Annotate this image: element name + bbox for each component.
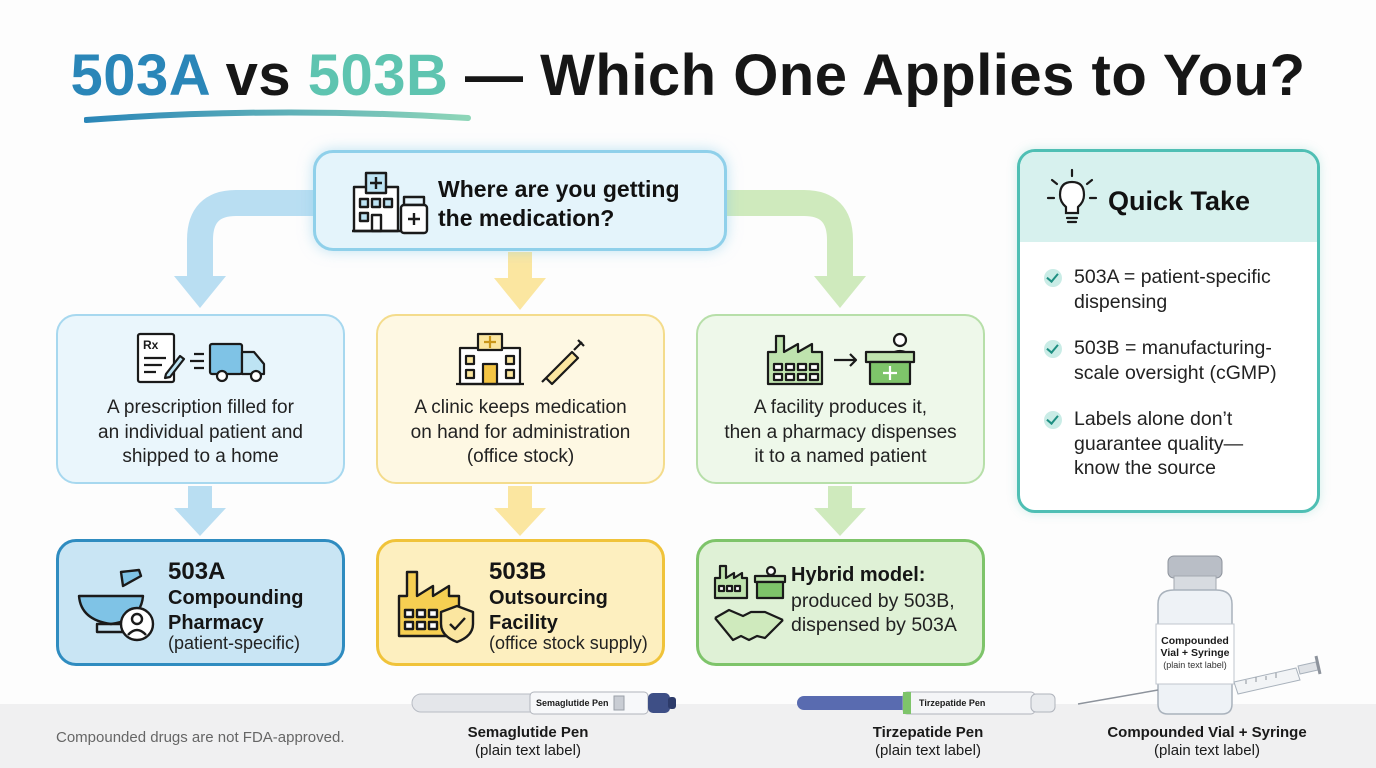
lightbulb-icon	[1046, 168, 1098, 224]
question-line-1: Where are you getting	[438, 176, 680, 202]
title-503b: 503B	[307, 43, 449, 108]
footer-band	[0, 704, 1376, 768]
result-hybrid-title: Hybrid model:	[791, 564, 926, 586]
scenario-2-line: (office stock)	[466, 446, 575, 467]
quick-take-line: know the source	[1074, 457, 1216, 479]
quick-take-line: 503B = manufacturing-	[1074, 337, 1272, 359]
result-503b-note: (office stock supply)	[489, 633, 648, 653]
check-icon	[1044, 340, 1062, 358]
semaglutide-pen-image: Semaglutide Pen	[411, 691, 676, 715]
factory-shield-icon	[397, 570, 475, 644]
semaglutide-caption-note: (plain text label)	[475, 742, 581, 759]
result-503b-name-line: Facility	[489, 612, 558, 634]
semaglutide-caption-name: Semaglutide Pen	[467, 724, 589, 741]
quick-take-title: Quick Take	[1108, 186, 1251, 216]
scenario-3-line: it to a named patient	[754, 446, 927, 467]
quick-take-line: guarantee quality—	[1074, 432, 1244, 455]
scenario-2-line: on hand for administration	[410, 421, 631, 443]
tirzepatide-caption-note: (plain text label)	[875, 742, 981, 759]
vial-caption: Compounded Vial + Syringe(plain text lab…	[1096, 724, 1318, 760]
result-503b-name-line: Outsourcing	[489, 587, 608, 609]
scenario-1-line: an individual patient and	[98, 421, 303, 443]
scenario-1-text: A prescription filled for an individual p…	[58, 396, 343, 470]
factory-to-pharmacy-icon	[766, 332, 916, 386]
semaglutide-caption: Semaglutide Pen(plain text label)	[430, 724, 626, 760]
title-vs: vs	[208, 43, 308, 108]
result-503a-name-line: Pharmacy	[168, 612, 264, 634]
check-icon	[1044, 411, 1062, 429]
semaglutide-pen-label: Semaglutide Pen	[536, 698, 609, 708]
scenario-1-line: A prescription filled for	[107, 397, 294, 418]
vial-caption-name: Compounded Vial + Syringe	[1107, 724, 1307, 741]
vial-label-line: (plain text label)	[1163, 660, 1227, 670]
result-503a-name-line: Compounding	[168, 587, 304, 609]
quick-take-line: scale oversight (cGMP)	[1074, 361, 1277, 384]
title-503a: 503A	[70, 43, 209, 108]
vial-syringe-image: Compounded Vial + Syringe (plain text la…	[1077, 555, 1322, 715]
vial-label-line: Vial + Syringe	[1161, 647, 1230, 659]
result-hybrid-line: dispensed by 503A	[791, 614, 957, 636]
quick-take-line: dispensing	[1074, 290, 1168, 313]
question-card: Where are you getting the medication?	[313, 150, 727, 251]
scenario-2-line: A clinic keeps medication	[414, 397, 627, 418]
page-title: 503A vs 503B — Which One Applies to You?	[0, 42, 1376, 109]
scenario-3-text: A facility produces it, then a pharmacy d…	[698, 396, 983, 470]
scenario-1-line: shipped to a home	[122, 446, 279, 467]
scenario-3-line: then a pharmacy dispenses	[724, 421, 957, 443]
question-text: Where are you getting the medication?	[438, 175, 680, 233]
tirzepatide-caption: Tirzepatide Pen(plain text label)	[830, 724, 1026, 760]
hospital-pharmacy-icon	[352, 171, 429, 235]
result-hybrid: Hybrid model: produced by 503B,dispensed…	[696, 539, 985, 666]
svg-text:Rx: Rx	[143, 338, 159, 352]
title-underline	[84, 109, 471, 123]
quick-take-item-2: 503B = manufacturing-scale oversight (cG…	[1074, 336, 1314, 385]
clinic-syringe-icon	[456, 332, 585, 386]
prescription-delivery-icon: Rx	[136, 332, 266, 384]
result-hybrid-desc: produced by 503B,dispensed by 503A	[791, 589, 957, 637]
tirzepatide-pen-label: Tirzepatide Pen	[919, 698, 985, 708]
scenario-home-delivery: Rx A prescription filled for an individua…	[56, 314, 345, 484]
quick-take-line: Labels alone don’t	[1074, 408, 1233, 430]
tirzepatide-caption-name: Tirzepatide Pen	[872, 724, 984, 741]
quick-take-line: 503A = patient-specific	[1074, 266, 1271, 288]
result-503a-note: (patient-specific)	[168, 633, 301, 653]
result-hybrid-line: produced by 503B,	[791, 590, 955, 612]
vial-label-line: Compounded	[1161, 635, 1229, 647]
scenario-3-line: A facility produces it,	[753, 397, 928, 418]
check-icon	[1044, 269, 1062, 287]
title-rest: — Which One Applies to You?	[448, 43, 1306, 108]
vial-caption-note: (plain text label)	[1154, 742, 1260, 759]
mortar-pestle-patient-icon	[77, 568, 155, 642]
scenario-clinic-office-stock: A clinic keeps medication on hand for adm…	[376, 314, 665, 484]
scenario-2-text: A clinic keeps medication on hand for adm…	[378, 396, 663, 470]
question-line-2: the medication?	[438, 205, 615, 231]
result-503a-title: 503A	[168, 558, 226, 585]
fda-disclaimer: Compounded drugs are not FDA-approved.	[56, 729, 345, 746]
scenario-facility-to-pharmacy: A facility produces it, then a pharmacy d…	[696, 314, 985, 484]
tirzepatide-pen-image: Tirzepatide Pen	[797, 691, 1056, 715]
factory-handshake-icon	[713, 564, 787, 642]
result-503b-title: 503B	[489, 558, 547, 585]
